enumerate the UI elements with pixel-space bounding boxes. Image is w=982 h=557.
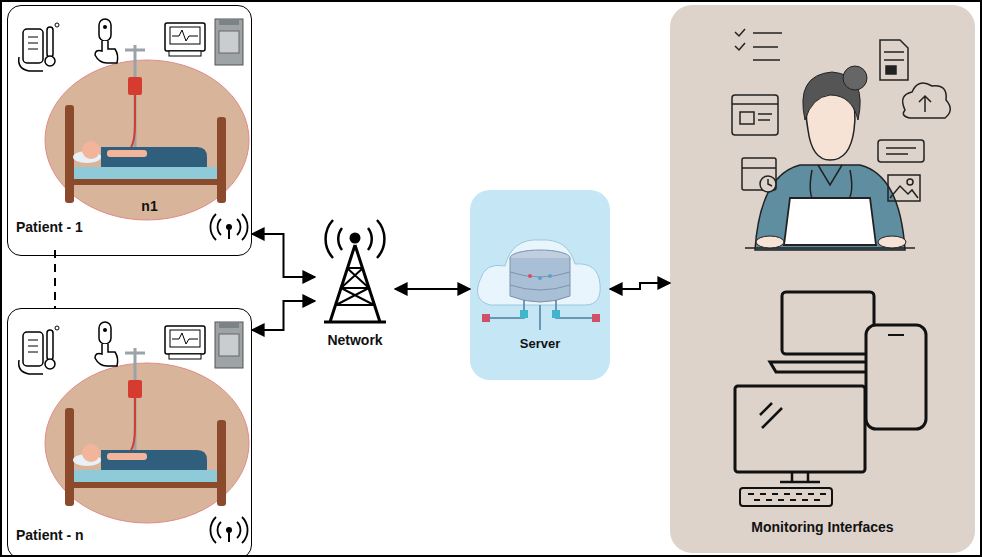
illustration-part [880, 40, 908, 80]
patient-box: Patient - n [7, 308, 252, 557]
illustration-part [732, 103, 778, 105]
illustration-part [326, 220, 385, 258]
illustration-part [760, 176, 776, 192]
cloud-server-icon [478, 240, 601, 330]
illustration-part [742, 158, 776, 190]
illustration-part [760, 403, 782, 428]
illustration-part [510, 272, 570, 290]
device-icons [735, 292, 926, 506]
illustration-part [732, 95, 778, 135]
illustration-part [782, 292, 874, 354]
monitoring-panel: Monitoring Interfaces [670, 5, 975, 557]
illustration-part [756, 236, 784, 248]
illustration-part [866, 325, 926, 429]
illustration-part [490, 300, 592, 330]
link-arrow [610, 283, 670, 289]
illustration-part [886, 147, 916, 149]
patient-scene [19, 19, 249, 240]
illustration-part [478, 240, 601, 305]
link-arrow [252, 301, 315, 330]
illustration-part [735, 386, 865, 472]
illustration-part [888, 175, 920, 201]
illustration-part [742, 167, 776, 169]
illustration-part [552, 310, 560, 318]
illustration-part [907, 179, 913, 185]
illustration-part [758, 113, 772, 115]
illustration-part [735, 29, 782, 60]
task-icons [732, 29, 950, 201]
illustration-part [768, 179, 772, 186]
illustration-part [336, 268, 374, 305]
tower-icon [324, 220, 386, 322]
illustration-part [888, 334, 904, 336]
illustration-part [886, 153, 908, 155]
illustration-part [592, 314, 600, 322]
bed-label: n1 [141, 198, 157, 215]
link-arrow [395, 288, 470, 290]
illustration-part [758, 119, 770, 121]
illustration-part [878, 236, 906, 248]
illustration-part [780, 472, 820, 482]
continuation-line [54, 250, 56, 308]
node-label: Monitoring Interfaces [751, 519, 893, 536]
patient-scene [19, 322, 249, 543]
illustration-part [784, 198, 876, 245]
link-arrow [252, 234, 315, 277]
server-node: Server [470, 190, 610, 388]
illustration-part [740, 488, 832, 506]
server-panel [470, 190, 610, 380]
patient-box: n1Patient - 1 [7, 5, 252, 256]
monitoring-panel [670, 5, 975, 553]
illustration-part [740, 112, 754, 124]
illustration-part [755, 165, 905, 250]
network-node: Network [315, 215, 395, 363]
illustration-part [818, 165, 842, 185]
illustration-part [351, 234, 359, 242]
illustration-part [548, 274, 552, 278]
node-label: Patient - 1 [16, 219, 83, 236]
illustration-part [903, 83, 951, 118]
illustration-part [510, 258, 570, 302]
illustration-part [528, 274, 532, 278]
illustration-part [748, 494, 826, 500]
node-label: Server [520, 336, 560, 352]
illustration-part [878, 140, 924, 162]
illustration-part [886, 66, 896, 74]
illustration-part [843, 66, 867, 90]
node-label: Patient - n [16, 527, 84, 544]
node-label: Network [327, 332, 382, 349]
illustration-part [482, 314, 490, 322]
illustration-part [520, 310, 528, 318]
illustration-part [919, 96, 931, 112]
illustration-part [890, 186, 918, 198]
illustration-part [538, 276, 542, 280]
